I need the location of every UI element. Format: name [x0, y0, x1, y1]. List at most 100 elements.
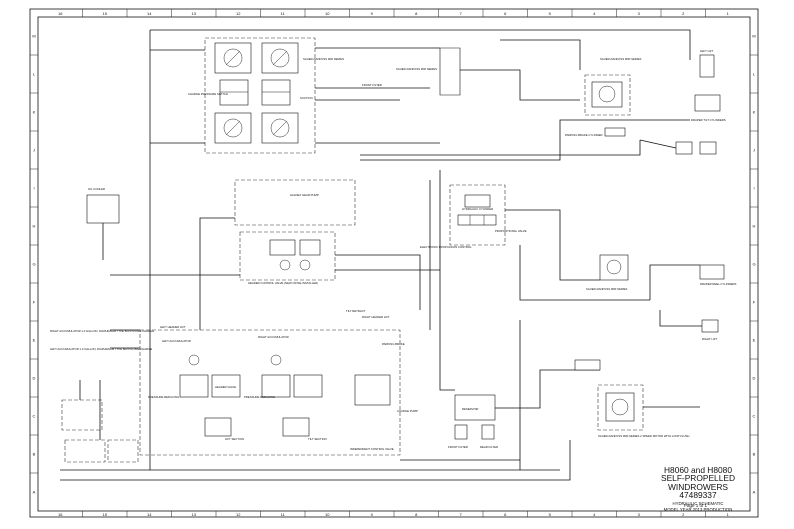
col-label-top: 5	[549, 11, 552, 16]
right-lift-label: RIGHT LIFT	[702, 337, 717, 341]
pump-group: SAUER-DANFOSS 90R SERIES SAUER-DANFOSS 9…	[150, 37, 440, 154]
header-control-valve-label: HEADER CONTROL VALVE (NEW OR RE-INSTALLE…	[248, 281, 318, 285]
left-accumulator-label: LEFT ACCUMULATOR	[162, 339, 191, 343]
row-label-left: A	[33, 490, 36, 495]
col-label-top: 7	[460, 11, 463, 16]
col-label-top: 12	[236, 11, 241, 16]
col-label-bottom: 1	[727, 512, 730, 517]
wheel-motor-right-top: SAUER-DANFOSS 90M SERIES	[584, 57, 641, 116]
reservoir-group: RESERVOIR FRONT FILTER REAR FILTER	[439, 360, 600, 449]
front-filter-label: FRONT FILTER	[362, 83, 382, 87]
left-header-lift-label: LEFT HEADER LIFT	[160, 325, 186, 329]
mid-right-piping	[429, 170, 650, 360]
rear-motor-group: SAUER-DANFOSS 90M SERIES 2 SPEED MOTOR W…	[574, 359, 700, 438]
col-label-top: 3	[638, 11, 641, 16]
left-lift-label: LEFT LIFT	[700, 49, 714, 53]
header-valve-label: HEADER VALVE	[215, 385, 236, 389]
col-label-top: 6	[504, 11, 507, 16]
tilt-section-label: TILT SECTION	[308, 437, 327, 441]
row-label-right: D	[753, 376, 756, 381]
col-label-bottom: 8	[415, 512, 418, 517]
part-number: 47489337	[679, 490, 717, 501]
col-label-bottom: 12	[236, 512, 241, 517]
col-label-bottom: 15	[103, 512, 108, 517]
col-label-bottom: 11	[281, 512, 286, 517]
row-label-right: C	[753, 414, 756, 419]
col-label-top: 16	[58, 11, 63, 16]
bottom-left-cylinders	[61, 380, 139, 463]
row-label-left: E	[33, 338, 36, 343]
row-label-right: E	[753, 338, 756, 343]
col-label-top: 1	[727, 11, 730, 16]
col-label-bottom: 2	[682, 512, 685, 517]
pressure-reducing-b-label: PRESSURE REDUCING	[244, 395, 275, 399]
row-label-left: C	[33, 414, 36, 419]
title-block: H8060 and H8080 SELF-PROPELLED WINDROWER…	[632, 466, 764, 512]
pump-series-b-label: SAUER-DANFOSS 90R SERIES	[396, 67, 437, 71]
charge-pump-label: CHARGE PUMP	[397, 409, 418, 413]
title-line-2: SELF-PROPELLED WINDROWERS	[660, 473, 735, 492]
draper-tilt-cylinder: DRAPER TILT CYLINDERS	[691, 94, 726, 122]
col-label-top: 2	[682, 11, 685, 16]
reel-fore-aft-cylinders	[639, 139, 717, 155]
row-label-right: J	[753, 148, 755, 153]
row-label-left: B	[33, 452, 36, 457]
gear-pump-label: HALDEX GEAR PUMP	[290, 193, 319, 197]
rear-motor-label: SAUER-DANFOSS 90M SERIES 2 SPEED MOTOR W…	[598, 434, 689, 438]
oil-cooler: OIL COOLER	[86, 187, 120, 260]
subtitle-line-1: HYDRAULIC SCHEMATIC	[672, 500, 724, 506]
col-label-bottom: 5	[549, 512, 552, 517]
independent-valve-label: INDEPENDENT CONTROL VALVE	[350, 447, 394, 451]
col-label-top: 9	[371, 11, 374, 16]
col-label-bottom: 6	[504, 512, 507, 517]
row-label-left: K	[33, 110, 36, 115]
row-label-left: M	[32, 34, 35, 39]
row-label-right: F	[753, 300, 756, 305]
pump-series-a-label: SAUER-DANFOSS 90R SERIES	[303, 57, 344, 61]
left-lift-cylinder: LEFT LIFT	[699, 49, 715, 78]
oil-cooler-label: OIL COOLER	[88, 187, 105, 191]
row-label-right: M	[752, 34, 755, 39]
row-label-right: A	[753, 490, 756, 495]
col-label-bottom: 7	[460, 512, 463, 517]
col-label-bottom: 13	[192, 512, 197, 517]
col-label-top: 8	[415, 11, 418, 16]
col-label-bottom: 10	[325, 512, 330, 517]
row-label-left: L	[33, 72, 36, 77]
header-cylinder-label: HYDRAULIC CYLINDER	[462, 207, 493, 211]
reservoir-label: RESERVOIR	[462, 407, 478, 411]
col-label-top: 10	[325, 11, 330, 16]
row-label-right: K	[753, 110, 756, 115]
row-label-left: F	[33, 300, 36, 305]
row-label-right: I	[753, 186, 754, 191]
proportional-valve-label: PROPORTIONAL VALVE	[495, 229, 527, 233]
row-label-right: G	[752, 262, 755, 267]
lift-section-label: LIFT SECTION	[225, 437, 244, 441]
row-label-right: H	[753, 224, 756, 229]
sheet-border	[29, 8, 759, 518]
header-control-valve: HEADER CONTROL VALVE (NEW OR RE-INSTALLE…	[110, 231, 440, 310]
row-label-right: B	[753, 452, 756, 457]
border-ticks	[30, 9, 758, 517]
row-label-left: G	[32, 262, 35, 267]
row-label-right: L	[753, 72, 756, 77]
motor-series-b-label: SAUER-DANFOSS 90M SERIES	[586, 287, 627, 291]
parking-brake-label: PARKING BRAKE	[382, 342, 405, 346]
parking-brake-cylinder: PARKING BRAKE CYLINDER	[565, 127, 626, 137]
electronic-propulsion-label: ELECTRONIC PROPULSION CONTROL	[420, 245, 472, 249]
subtitle-line-2: MODEL YEAR 2013 PRODUCTION	[663, 506, 733, 512]
accumulators: RIGHT ACCUMULATOR 1.0 GALLON, DIAPHRAGM …	[50, 329, 154, 351]
col-label-top: 15	[103, 11, 108, 16]
right-accumulator-spec: RIGHT ACCUMULATOR 1.0 GALLON, DIAPHRAGM …	[50, 329, 154, 333]
col-label-top: 11	[281, 11, 286, 16]
col-label-bottom: 4	[593, 512, 596, 517]
page-number: Page 1 of 1	[684, 503, 708, 508]
col-label-top: 4	[593, 11, 596, 16]
col-label-bottom: 16	[58, 512, 63, 517]
bottom-piping	[60, 300, 571, 481]
charge-switch-label: CHARGE PRESSURE SWITCH	[188, 92, 228, 96]
